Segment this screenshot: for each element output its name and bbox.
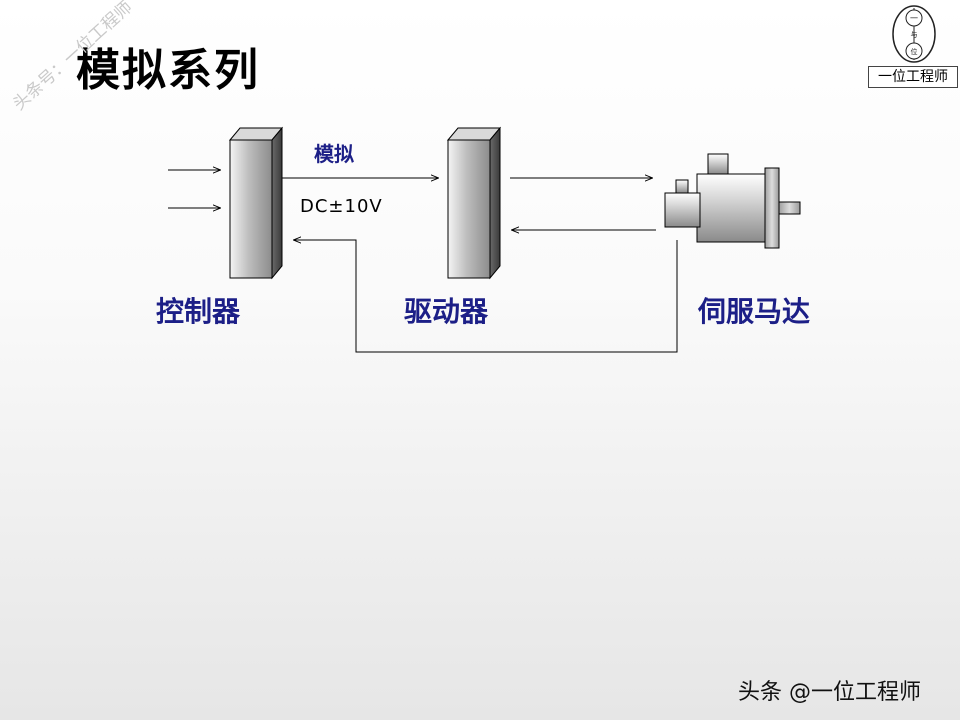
controller-block: [228, 126, 284, 280]
seal-char-3: 位: [911, 47, 918, 56]
logo: 一 与 位 一位工程师: [868, 4, 958, 90]
signal-voltage-label: DC±10V: [300, 196, 383, 217]
controller-label: 控制器: [156, 295, 241, 328]
driver-label: 驱动器: [404, 295, 489, 328]
driver-block: [446, 126, 502, 280]
feedback-loop-motor-to-controller: [294, 240, 678, 353]
seal-char-1: 一: [910, 14, 918, 23]
servo-motor-label: 伺服马达: [698, 295, 811, 328]
signal-type-label: 模拟: [314, 142, 354, 166]
footer-watermark: 头条 @一位工程师: [738, 680, 921, 705]
page-title: 模拟系列: [76, 45, 260, 96]
servo-motor-icon: [664, 153, 801, 249]
logo-label: 一位工程师: [868, 66, 958, 88]
seal-char-2: 与: [911, 31, 918, 39]
logo-seal-icon: 一 与 位: [892, 5, 936, 63]
